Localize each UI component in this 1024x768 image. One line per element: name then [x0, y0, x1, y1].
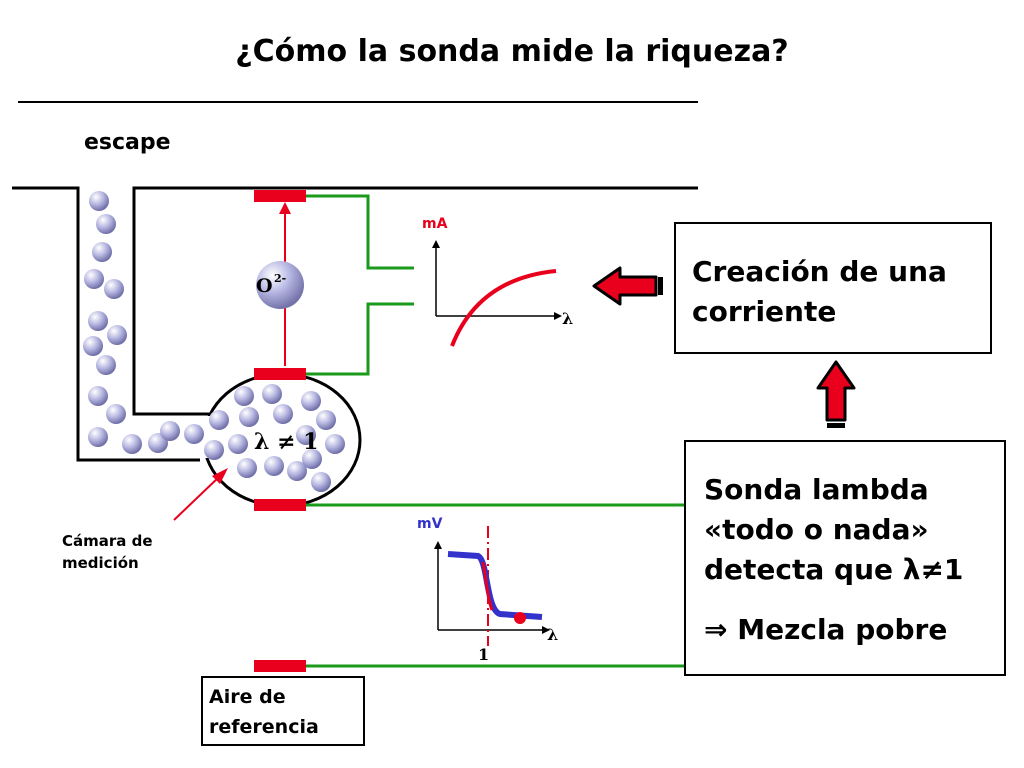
up-arrow-icon	[816, 360, 856, 428]
sonda-line-3: detecta que λ≠1	[704, 553, 964, 586]
voltage-curve	[447, 551, 543, 620]
chamber-lambda-label: λ ≠ 1	[254, 429, 319, 455]
camara-label-line-1: Cámara de	[62, 532, 153, 550]
graph-voltage: mV λ 1	[417, 516, 558, 664]
left-arrow-icon	[592, 266, 663, 306]
sonda-line-4: ⇒ Mezcla pobre	[704, 613, 948, 646]
graph-current: mA λ	[422, 216, 573, 347]
graph1-ylabel: mA	[422, 216, 448, 232]
escape-label: escape	[84, 130, 171, 155]
ion-charge-label: 2-	[274, 272, 286, 285]
aire-line-2: referencia	[209, 716, 319, 738]
current-curve	[450, 269, 557, 347]
sonda-line-1: Sonda lambda	[704, 473, 929, 506]
exhaust-pipe	[12, 186, 698, 462]
creacion-line-1: Creación de una	[692, 255, 947, 288]
chamber-pointer-arrow	[173, 475, 221, 521]
aire-referencia-box: Aire de referencia	[201, 676, 365, 746]
wires	[306, 194, 686, 668]
page-title: ¿Cómo la sonda mide la riqueza?	[235, 34, 789, 69]
operating-point	[514, 612, 526, 624]
oxygen-ion	[256, 261, 304, 309]
graph2-ylabel: mV	[417, 516, 443, 532]
electrodes	[254, 190, 306, 672]
sonda-line-2: «todo o nada»	[704, 513, 929, 546]
graph1-xlabel: λ	[562, 309, 573, 328]
camara-label-line-2: medición	[62, 554, 139, 572]
graph2-xlabel: λ	[547, 625, 558, 644]
camara-label: Cámara de medición	[62, 530, 153, 574]
sonda-lambda-box: Sonda lambda «todo o nada» detecta que λ…	[684, 440, 1006, 676]
aire-line-1: Aire de	[209, 686, 286, 708]
creacion-corriente-box: Creación de una corriente	[674, 222, 992, 354]
gas-molecules	[83, 191, 345, 492]
graph2-tick-label: 1	[478, 645, 489, 664]
creacion-line-2: corriente	[692, 295, 837, 328]
ion-label: O	[256, 275, 273, 297]
